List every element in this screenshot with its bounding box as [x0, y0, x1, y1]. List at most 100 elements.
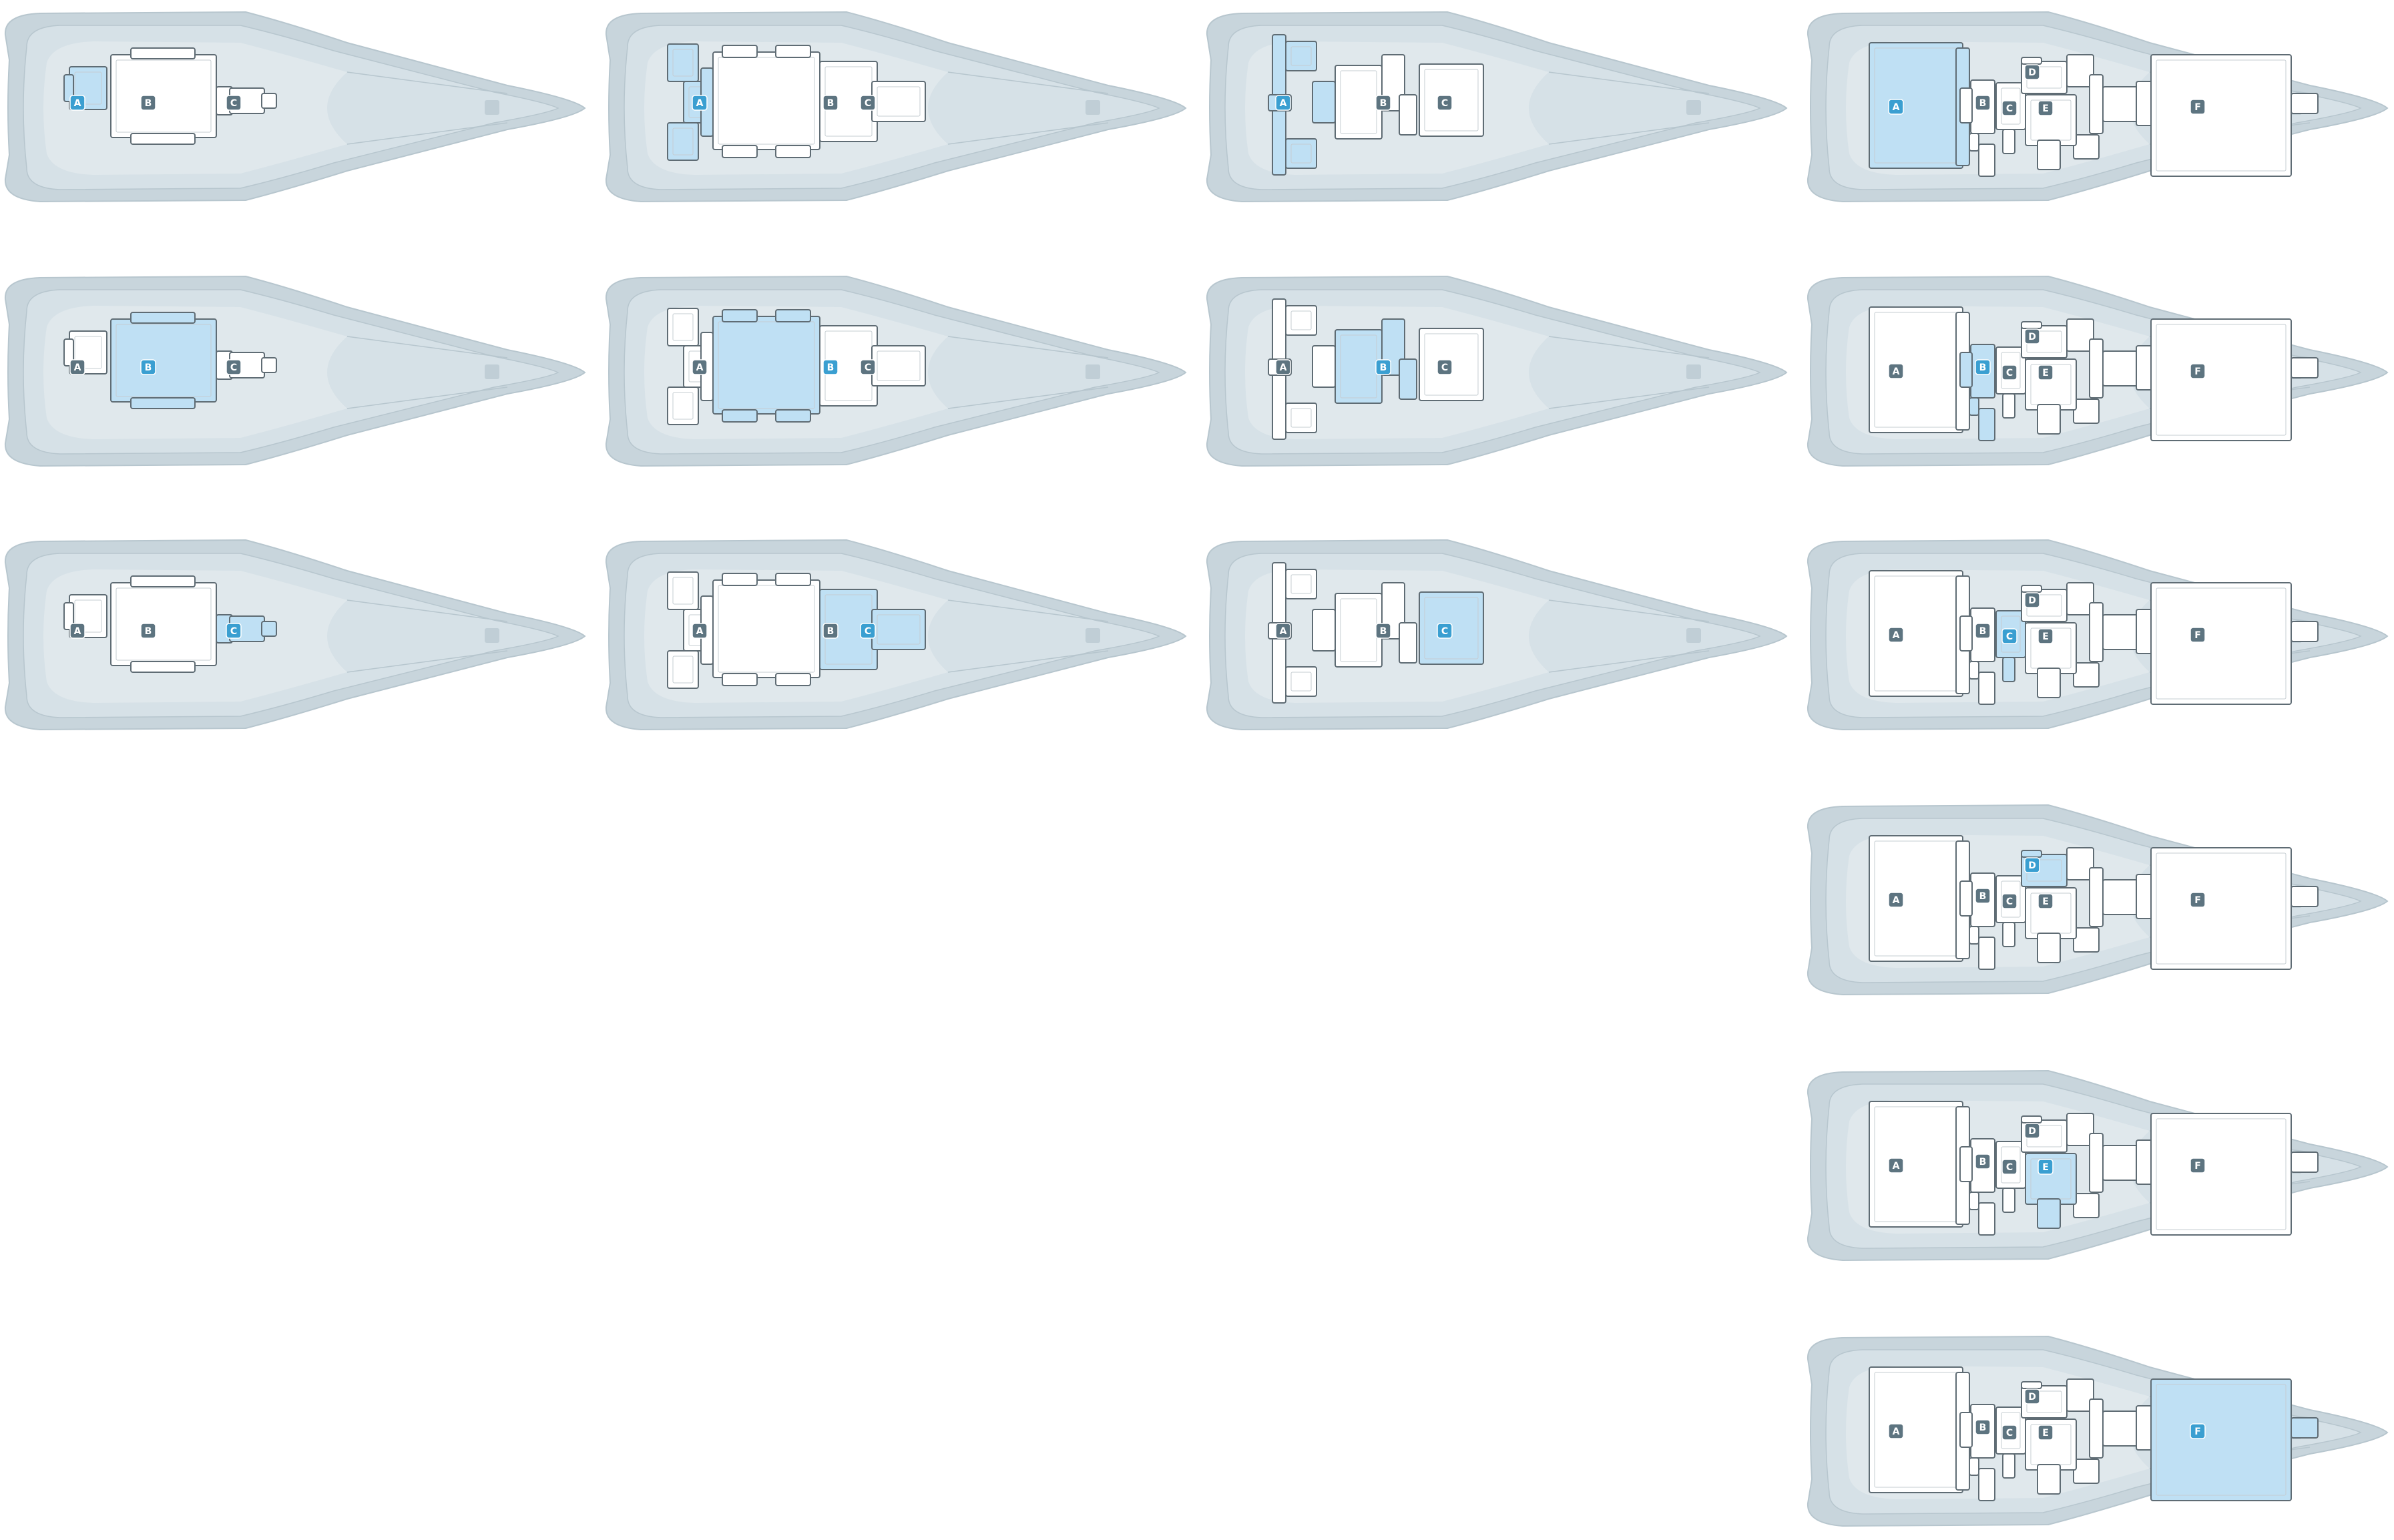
- section-marker-a[interactable]: A: [1275, 359, 1291, 375]
- room-section-e: [2037, 933, 2061, 963]
- section-marker-label: A: [1893, 630, 1900, 641]
- section-marker-b[interactable]: B: [1975, 359, 1991, 375]
- section-marker-label: B: [145, 626, 152, 637]
- section-marker-label: B: [827, 626, 834, 637]
- section-marker-d[interactable]: D: [2024, 1123, 2040, 1139]
- section-marker-c[interactable]: C: [226, 359, 242, 375]
- section-marker-b[interactable]: B: [822, 359, 839, 375]
- deck-map-8: A B C: [1202, 272, 1796, 473]
- section-marker-a[interactable]: A: [1888, 1423, 1904, 1439]
- section-marker-b[interactable]: B: [1975, 95, 1991, 111]
- hull-vent: [1686, 364, 1701, 379]
- section-marker-a[interactable]: A: [692, 359, 708, 375]
- section-marker-e[interactable]: E: [2038, 364, 2054, 380]
- section-marker-b[interactable]: B: [140, 623, 156, 639]
- section-marker-c[interactable]: C: [860, 359, 876, 375]
- section-marker-d[interactable]: D: [2024, 328, 2040, 344]
- room-section-a: [1869, 1101, 1963, 1228]
- section-marker-e[interactable]: E: [2038, 628, 2054, 644]
- section-marker-label: B: [1979, 891, 1987, 902]
- section-marker-c[interactable]: C: [2001, 1159, 2017, 1175]
- section-marker-c[interactable]: C: [1437, 623, 1453, 639]
- section-marker-b[interactable]: B: [822, 95, 839, 111]
- section-marker-f[interactable]: F: [2190, 627, 2206, 643]
- section-marker-d[interactable]: D: [2024, 857, 2040, 873]
- section-marker-b[interactable]: B: [1975, 1419, 1991, 1435]
- section-marker-badge: [1437, 359, 1453, 375]
- section-marker-badge: [2024, 1123, 2040, 1139]
- section-marker-c[interactable]: C: [1437, 359, 1453, 375]
- room-section-c: [261, 93, 277, 109]
- room-section-f: [2150, 1378, 2292, 1501]
- section-marker-e[interactable]: E: [2038, 1425, 2054, 1441]
- section-marker-c[interactable]: C: [1437, 95, 1453, 111]
- room-detail: [718, 57, 815, 145]
- room-detail: [2001, 87, 2021, 125]
- room-detail: [2156, 1118, 2287, 1230]
- section-marker-d[interactable]: D: [2024, 1388, 2040, 1404]
- section-marker-e[interactable]: E: [2038, 1159, 2054, 1175]
- section-marker-badge: [2024, 1388, 2040, 1404]
- section-marker-f[interactable]: F: [2190, 1423, 2206, 1439]
- section-marker-b[interactable]: B: [1975, 623, 1991, 639]
- section-marker-b[interactable]: B: [1975, 1153, 1991, 1170]
- deck-rooms: [667, 43, 926, 161]
- hull-seam: [1548, 71, 1710, 145]
- section-marker-b[interactable]: B: [822, 623, 839, 639]
- section-marker-a[interactable]: A: [692, 623, 708, 639]
- room-section-c: [871, 81, 926, 122]
- section-marker-a[interactable]: A: [1888, 99, 1904, 115]
- section-marker-a[interactable]: A: [1888, 892, 1904, 908]
- room-detail: [115, 59, 212, 133]
- section-marker-e[interactable]: E: [2038, 893, 2054, 909]
- section-marker-c[interactable]: C: [860, 95, 876, 111]
- section-marker-c[interactable]: C: [226, 95, 242, 111]
- corridor-room: [2136, 609, 2153, 654]
- room-section-b: [1399, 358, 1417, 400]
- room-section-c: [871, 609, 926, 650]
- section-marker-c[interactable]: C: [2001, 100, 2017, 116]
- section-marker-a[interactable]: A: [1888, 627, 1904, 643]
- section-marker-a[interactable]: A: [69, 359, 85, 375]
- section-marker-b[interactable]: B: [1375, 623, 1391, 639]
- room-detail: [1424, 333, 1479, 396]
- room-detail: [115, 324, 212, 397]
- section-marker-badge: [822, 623, 839, 639]
- section-marker-f[interactable]: F: [2190, 363, 2206, 379]
- section-marker-b[interactable]: B: [1975, 888, 1991, 904]
- section-marker-a[interactable]: A: [69, 623, 85, 639]
- section-marker-a[interactable]: A: [1275, 95, 1291, 111]
- section-marker-label: C: [2006, 631, 2013, 642]
- section-marker-c[interactable]: C: [2001, 1425, 2017, 1441]
- section-marker-c[interactable]: C: [2001, 364, 2017, 380]
- section-marker-b[interactable]: B: [140, 95, 156, 111]
- section-marker-b[interactable]: B: [1375, 359, 1391, 375]
- room-detail: [2001, 1412, 2021, 1449]
- section-marker-badge: [1888, 892, 1904, 908]
- section-marker-c[interactable]: C: [2001, 628, 2017, 644]
- section-marker-badge: [1888, 99, 1904, 115]
- section-marker-label: F: [2194, 102, 2201, 113]
- room-section-f: [2150, 582, 2292, 705]
- section-marker-b[interactable]: B: [1375, 95, 1391, 111]
- section-marker-f[interactable]: F: [2190, 1158, 2206, 1174]
- section-marker-b[interactable]: B: [140, 359, 156, 375]
- section-marker-a[interactable]: A: [1888, 1158, 1904, 1174]
- section-marker-c[interactable]: C: [2001, 893, 2017, 909]
- section-marker-a[interactable]: A: [1275, 623, 1291, 639]
- section-marker-c[interactable]: C: [860, 623, 876, 639]
- section-marker-label: C: [230, 98, 237, 109]
- section-marker-d[interactable]: D: [2024, 64, 2040, 80]
- section-marker-f[interactable]: F: [2190, 892, 2206, 908]
- ship-hull-svg: A B C: [4, 539, 586, 731]
- room-section-b: [722, 573, 758, 586]
- section-marker-a[interactable]: A: [69, 95, 85, 111]
- section-marker-e[interactable]: E: [2038, 100, 2054, 116]
- section-marker-d[interactable]: D: [2024, 592, 2040, 608]
- section-marker-a[interactable]: A: [1888, 363, 1904, 379]
- section-marker-f[interactable]: F: [2190, 99, 2206, 115]
- hull-seam: [947, 336, 1109, 409]
- room-section-b: [130, 661, 196, 673]
- section-marker-c[interactable]: C: [226, 623, 242, 639]
- section-marker-a[interactable]: A: [692, 95, 708, 111]
